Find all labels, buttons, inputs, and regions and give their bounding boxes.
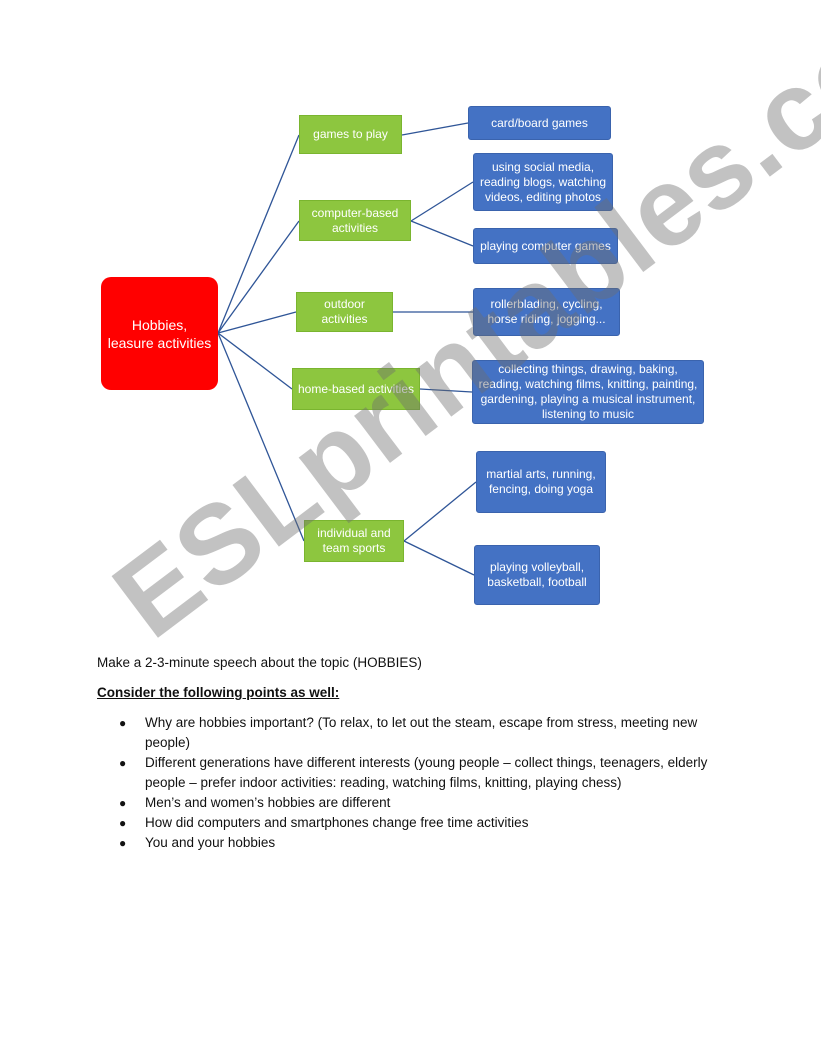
leaf-social-media: using social media, reading blogs, watch… bbox=[473, 153, 613, 211]
bullet-icon: ● bbox=[119, 756, 127, 770]
leaf-card-board-games: card/board games bbox=[468, 106, 611, 140]
point-text: You and your hobbies bbox=[145, 835, 276, 850]
list-item: ● How did computers and smartphones chang… bbox=[97, 813, 737, 833]
category-outdoor: outdoor activities bbox=[296, 292, 393, 332]
connector-computer-games bbox=[410, 220, 474, 247]
list-item: ● Different generations have different in… bbox=[97, 753, 737, 793]
connector-root-sports bbox=[217, 332, 305, 542]
leaf-martial-arts: martial arts, running, fencing, doing yo… bbox=[476, 451, 606, 513]
list-item: ● You and your hobbies bbox=[97, 833, 737, 853]
connector-lines bbox=[217, 122, 477, 576]
connector-root-outdoor bbox=[217, 311, 297, 334]
bullet-icon: ● bbox=[119, 796, 127, 810]
connector-root-games bbox=[217, 134, 300, 334]
bullet-icon: ● bbox=[119, 716, 127, 730]
list-item: ● Men’s and women’s hobbies are different bbox=[97, 793, 737, 813]
connector-sports-volleyball bbox=[403, 540, 475, 576]
category-computer: computer-based activities bbox=[299, 200, 411, 241]
list-item: ● Why are hobbies important? (To relax, t… bbox=[97, 713, 737, 753]
point-text: Men’s and women’s hobbies are different bbox=[145, 795, 391, 810]
connector-root-computer bbox=[217, 220, 300, 334]
point-text: Different generations have different int… bbox=[145, 755, 708, 790]
category-games: games to play bbox=[299, 115, 402, 154]
task-instruction: Make a 2-3-minute speech about the topic… bbox=[97, 655, 422, 670]
bullet-icon: ● bbox=[119, 836, 127, 850]
connector-home-collecting bbox=[419, 388, 473, 393]
connector-games-card bbox=[401, 122, 469, 136]
connector-root-home bbox=[217, 332, 293, 390]
leaf-collecting: collecting things, drawing, baking, read… bbox=[472, 360, 704, 424]
leaf-rollerblading: rollerblading, cycling, horse riding, jo… bbox=[473, 288, 620, 336]
root-node: Hobbies, leasure activities bbox=[101, 277, 218, 390]
leaf-volleyball: playing volleyball, basketball, football bbox=[474, 545, 600, 605]
category-home: home-based activities bbox=[292, 368, 420, 410]
point-text: Why are hobbies important? (To relax, to… bbox=[145, 715, 698, 750]
bullet-icon: ● bbox=[119, 816, 127, 830]
leaf-computer-games: playing computer games bbox=[473, 228, 618, 264]
points-heading: Consider the following points as well: bbox=[97, 685, 340, 700]
point-text: How did computers and smartphones change… bbox=[145, 815, 529, 830]
discussion-points: ● Why are hobbies important? (To relax, t… bbox=[97, 713, 737, 853]
category-sports: individual and team sports bbox=[304, 520, 404, 562]
connector-computer-social bbox=[410, 181, 474, 222]
connector-sports-martial bbox=[403, 481, 477, 542]
mind-map: Hobbies, leasure activities games to pla… bbox=[101, 106, 704, 605]
